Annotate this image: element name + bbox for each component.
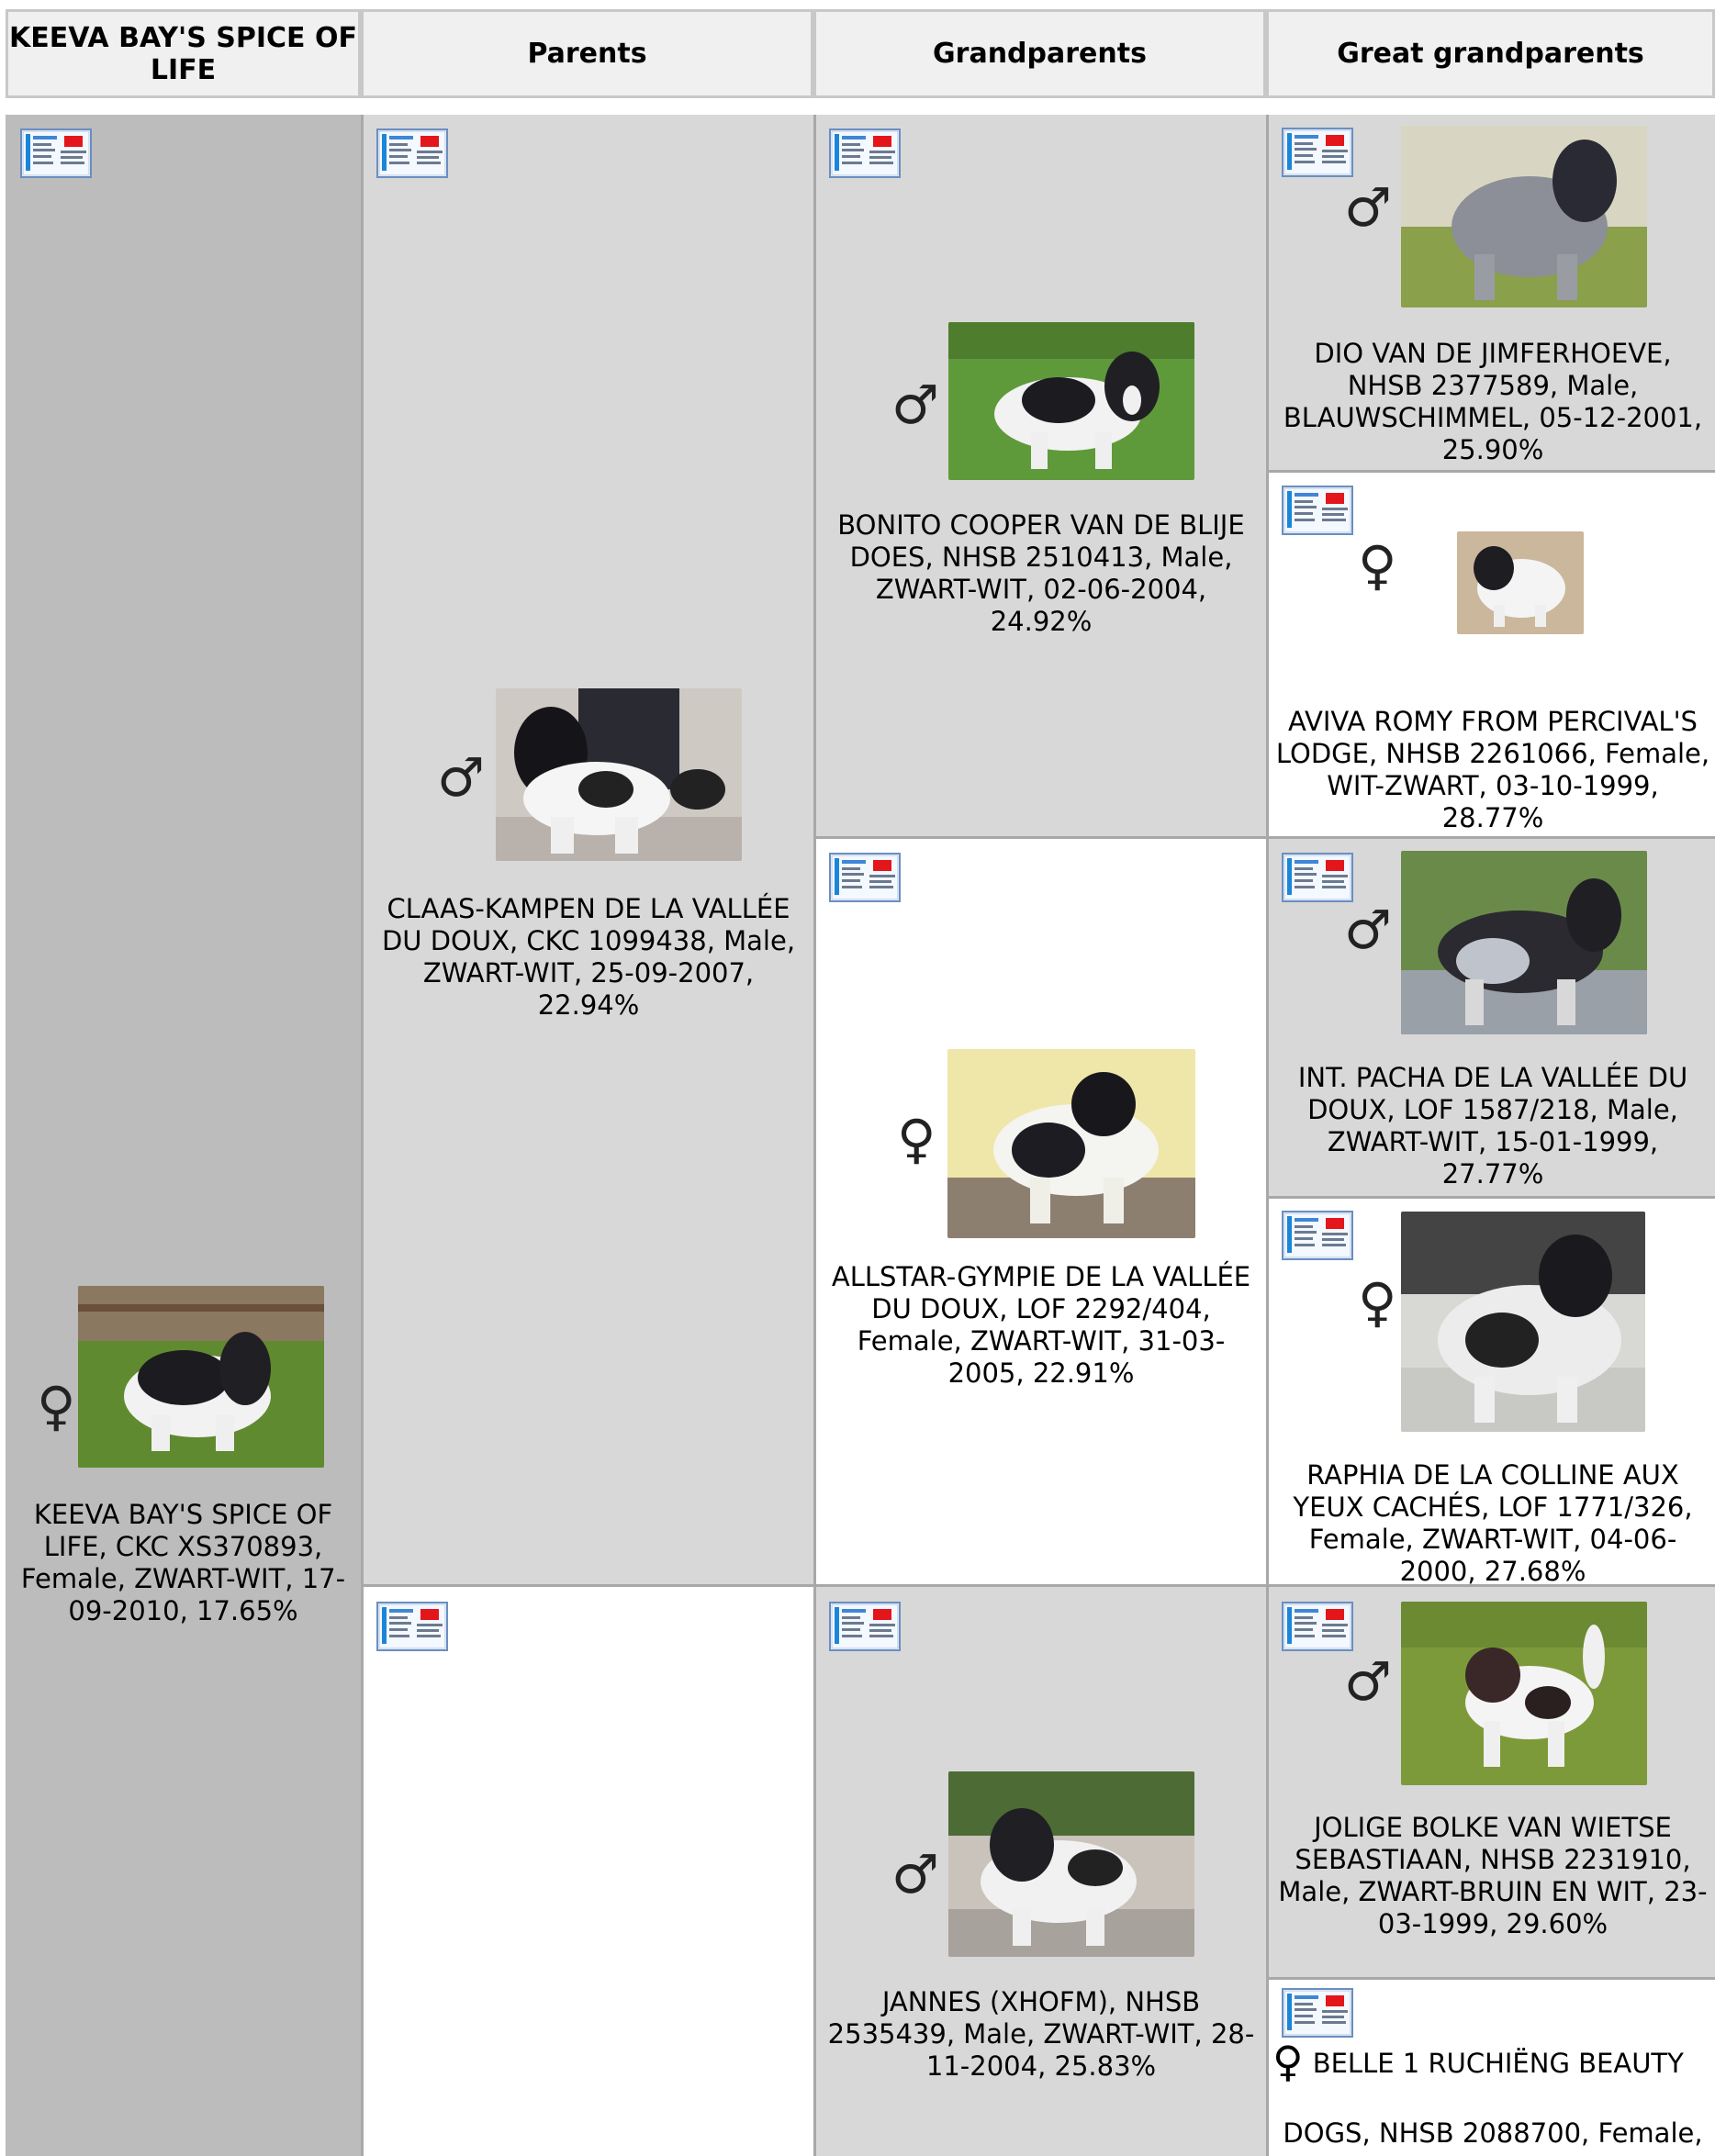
dog-photo[interactable] <box>1457 531 1584 634</box>
great-grandparent-4-caption: RAPHIA DE LA COLLINE AUX YEUX CACHÉS, LO… <box>1293 1459 1693 1587</box>
grandparent-3-cell: ♂ JANNES (XHOFM), NHSB 2535439, Male, ZW… <box>813 1584 1266 2156</box>
grandparent-2-cell: ♀ ALLSTAR-GYMPIE DE LA VALLÉE DU DOUX, L… <box>813 836 1266 1584</box>
info-card-icon[interactable] <box>829 1602 901 1651</box>
great-grandparent-3-caption: INT. PACHA DE LA VALLÉE DU DOUX, LOF 158… <box>1297 1062 1688 1190</box>
parent-sire-caption: CLAAS-KAMPEN DE LA VALLÉE DU DOUX, CKC 1… <box>381 893 796 1021</box>
great-grandparent-6-caption-line1: ♀ BELLE 1 RUCHIËNG BEAUTY <box>1272 2040 1713 2083</box>
info-card-icon[interactable] <box>829 128 901 178</box>
info-card-icon[interactable] <box>376 128 448 178</box>
great-grandparent-1-caption: DIO VAN DE JIMFERHOEVE, NHSB 2377589, Ma… <box>1283 338 1703 465</box>
female-icon: ♀ <box>1358 534 1397 597</box>
header-grandparents: Grandparents <box>813 9 1266 98</box>
great-grandparent-6-name: BELLE 1 RUCHIËNG BEAUTY <box>1312 2048 1684 2079</box>
great-grandparent-6-cell: ♀ BELLE 1 RUCHIËNG BEAUTY DOGS, NHSB 2088… <box>1266 1977 1715 2156</box>
great-grandparent-6-caption-line2: DOGS, NHSB 2088700, Female, <box>1283 2117 1703 2149</box>
info-card-icon[interactable] <box>1282 1602 1353 1651</box>
grandparent-2-caption: ALLSTAR-GYMPIE DE LA VALLÉE DU DOUX, LOF… <box>831 1261 1251 1389</box>
great-grandparent-2-cell: ♀ AVIVA ROMY FROM PERCIVAL'S LODGE, NHSB… <box>1266 470 1715 836</box>
great-grandparent-5-cell: ♂ JOLIGE BOLKE VAN WIETSE SEBASTIAAN, NH… <box>1266 1584 1715 1977</box>
male-icon: ♂ <box>891 374 939 436</box>
info-card-icon[interactable] <box>20 128 92 178</box>
info-card-icon[interactable] <box>1282 853 1353 902</box>
dog-photo[interactable] <box>948 1771 1194 1957</box>
info-card-icon[interactable] <box>1282 486 1353 535</box>
grandparent-1-cell: ♂ BONITO COOPER VAN DE BLIJE DOES, NHSB … <box>813 115 1266 836</box>
dog-photo[interactable] <box>1401 1212 1645 1432</box>
grandparent-3-caption: JANNES (XHOFM), NHSB 2535439, Male, ZWAR… <box>827 1986 1255 2082</box>
grandparent-1-caption: BONITO COOPER VAN DE BLIJE DOES, NHSB 25… <box>837 509 1245 637</box>
dog-photo[interactable] <box>1401 126 1647 307</box>
male-icon: ♂ <box>1344 1650 1392 1713</box>
dog-photo[interactable] <box>947 1049 1195 1238</box>
info-card-icon[interactable] <box>1282 1211 1353 1260</box>
dog-photo[interactable] <box>496 688 742 861</box>
female-icon: ♀ <box>1358 1271 1397 1334</box>
info-card-icon[interactable] <box>376 1602 448 1651</box>
parent-sire-cell: ♂ CLAAS-KAMPEN DE LA VALLÉE DU DOUX, CKC… <box>361 115 813 1584</box>
great-grandparent-2-caption: AVIVA ROMY FROM PERCIVAL'S LODGE, NHSB 2… <box>1275 706 1710 833</box>
dog-photo[interactable] <box>1401 1602 1647 1785</box>
header-parents: Parents <box>361 9 813 98</box>
male-icon: ♂ <box>1344 899 1392 961</box>
male-icon: ♂ <box>1344 176 1392 239</box>
dog-photo[interactable] <box>78 1286 324 1468</box>
great-grandparent-5-caption: JOLIGE BOLKE VAN WIETSE SEBASTIAAN, NHSB… <box>1278 1812 1708 1939</box>
subject-caption: KEEVA BAY'S SPICE OF LIFE, CKC XS370893,… <box>20 1499 346 1626</box>
dog-photo[interactable] <box>1401 851 1647 1034</box>
great-grandparent-4-cell: ♀ RAPHIA DE LA COLLINE AUX YEUX CACHÉS, … <box>1266 1196 1715 1587</box>
info-card-icon[interactable] <box>829 853 901 902</box>
info-card-icon[interactable] <box>1282 1988 1353 2038</box>
header-divider <box>0 98 1715 115</box>
header-subject: KEEVA BAY'S SPICE OF LIFE <box>6 9 361 98</box>
dog-photo[interactable] <box>948 322 1194 480</box>
male-icon: ♂ <box>891 1843 939 1905</box>
info-card-icon[interactable] <box>1282 128 1353 177</box>
subject-cell: ♀ KEEVA BAY'S SPICE OF LIFE, CKC XS37089… <box>6 115 361 2156</box>
great-grandparent-1-cell: ♂ DIO VAN DE JIMFERHOEVE, NHSB 2377589, … <box>1266 115 1715 470</box>
female-icon: ♀ <box>37 1375 76 1437</box>
parent-dam-cell <box>361 1584 813 2156</box>
male-icon: ♂ <box>437 746 485 809</box>
great-grandparent-3-cell: ♂ INT. PACHA DE LA VALLÉE DU DOUX, LOF 1… <box>1266 836 1715 1196</box>
female-icon: ♀ <box>1272 2037 1304 2086</box>
header-great-grandparents: Great grandparents <box>1266 9 1715 98</box>
female-icon: ♀ <box>897 1108 936 1170</box>
